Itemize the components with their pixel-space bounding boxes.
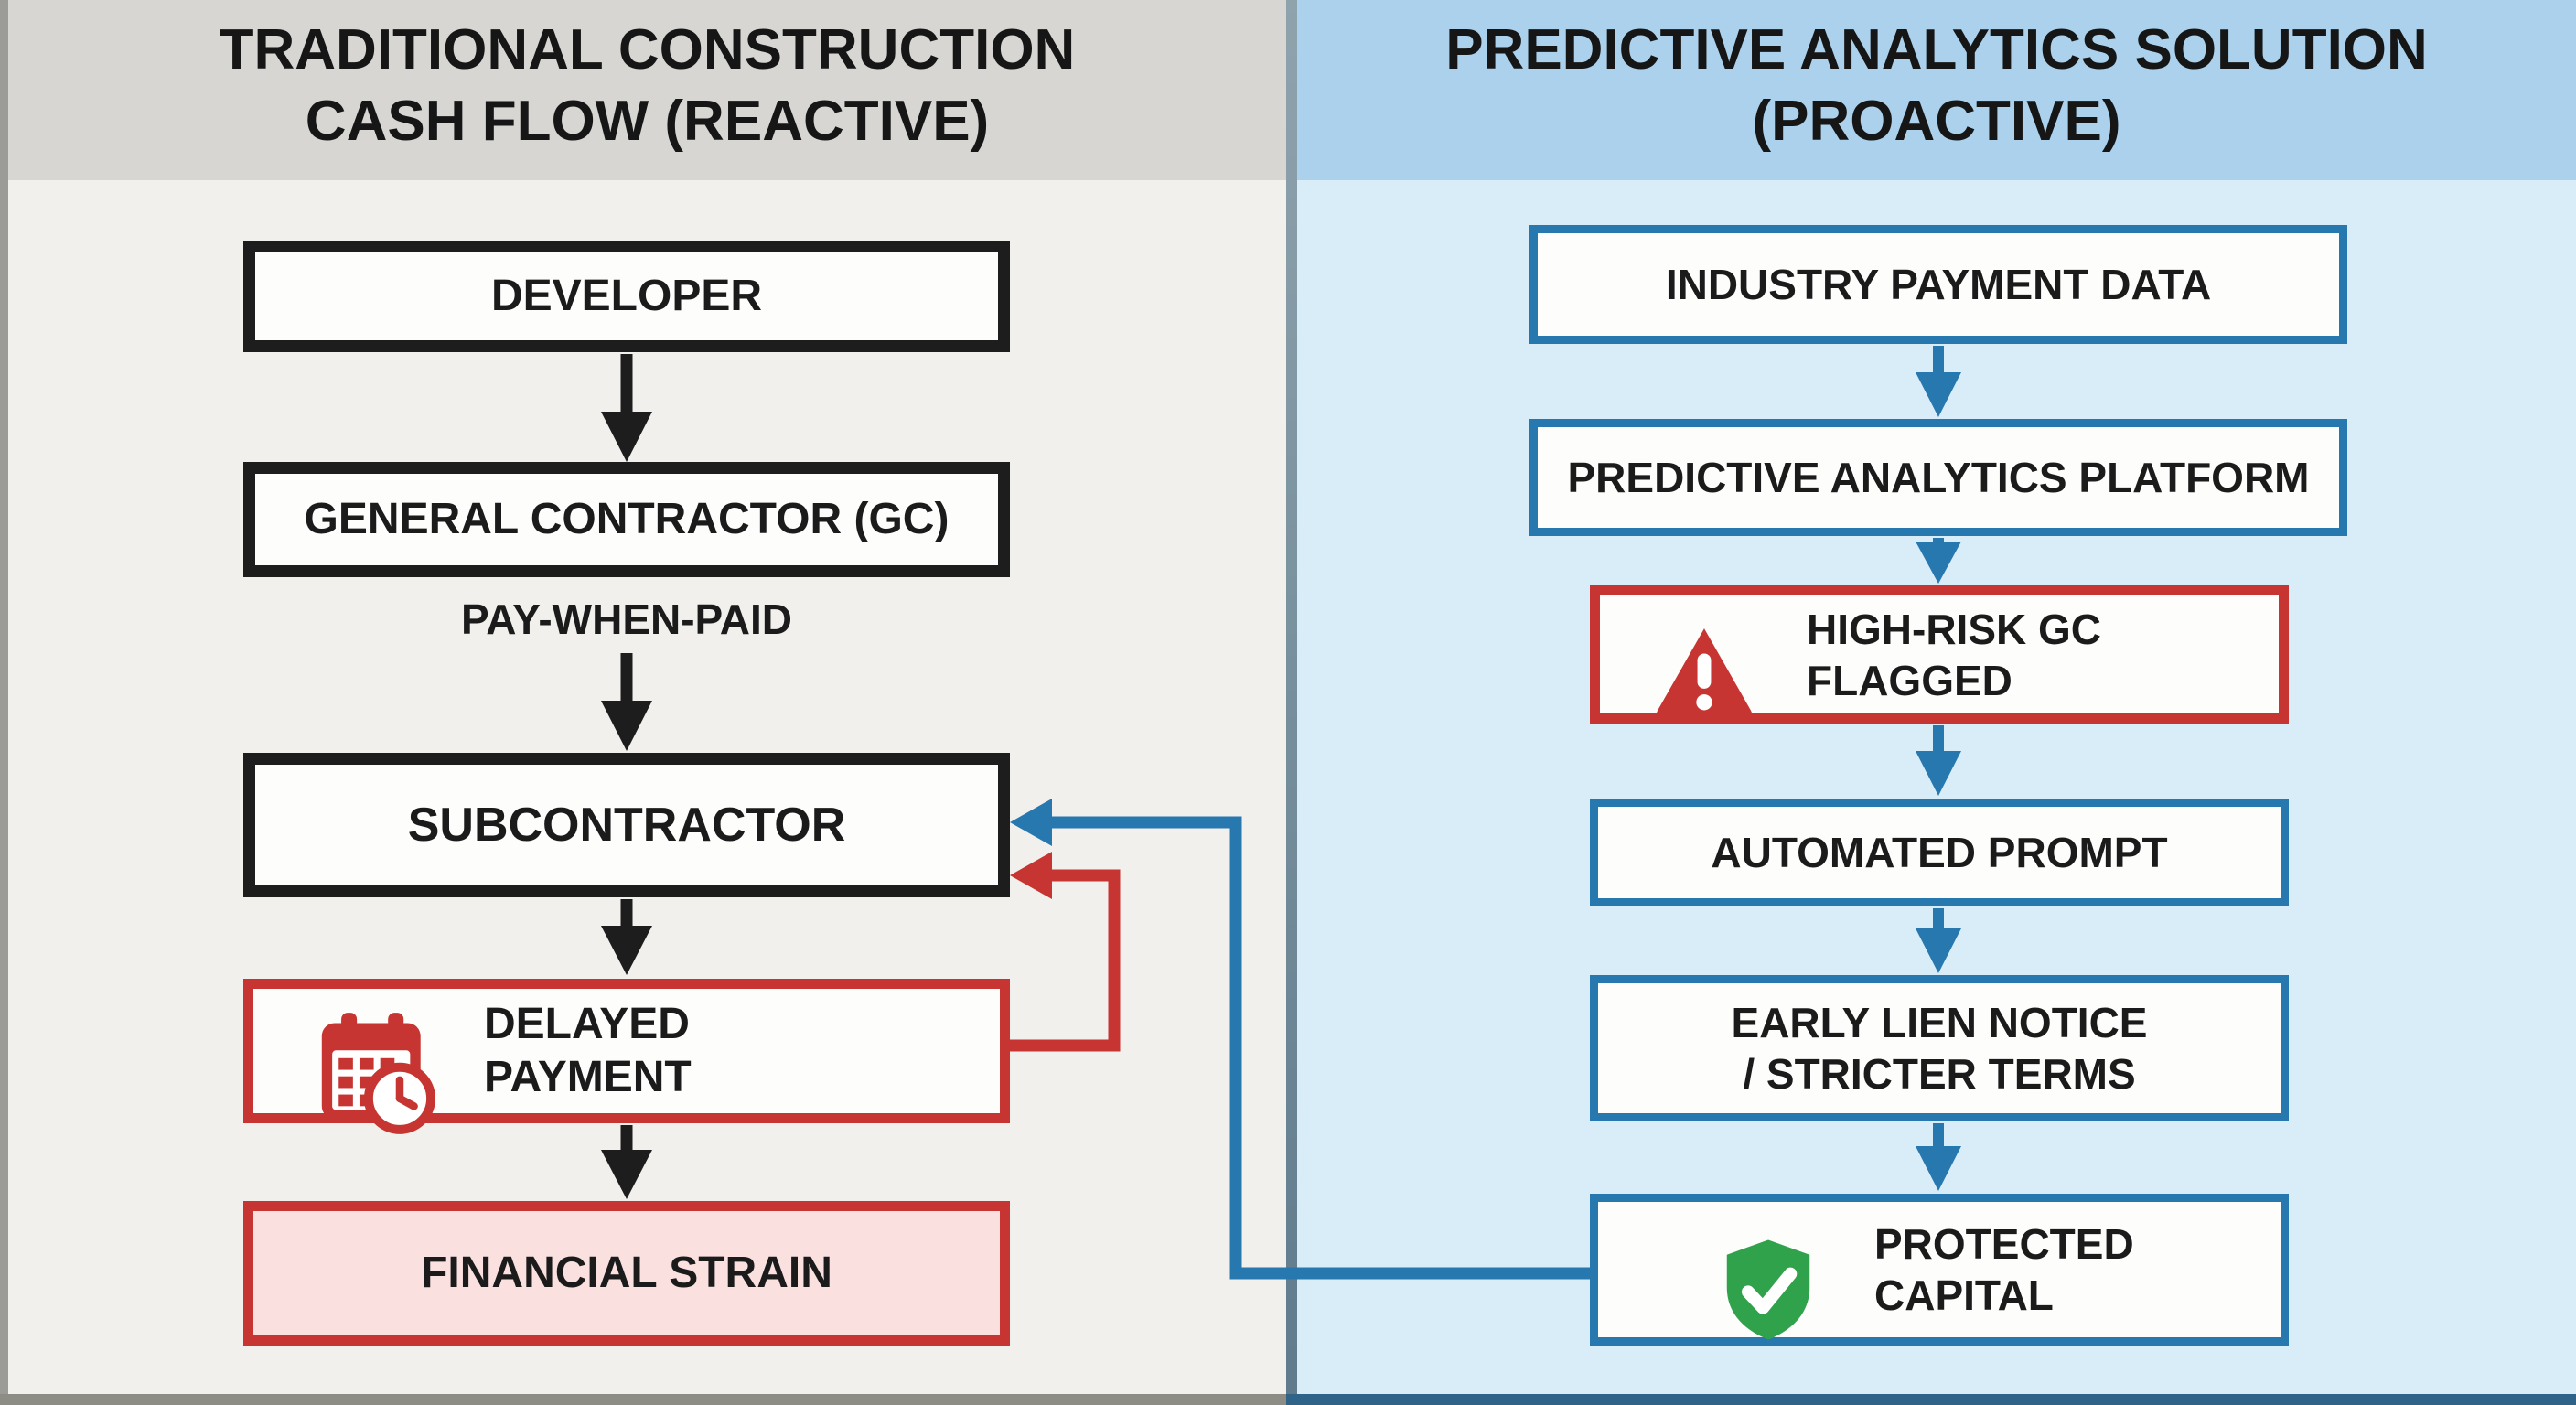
predictive-panel-header [1297,0,2576,180]
node-financial-strain: FINANCIAL STRAIN [243,1201,1010,1346]
left-edge-strip [0,0,8,1405]
node-predictive-platform: PREDICTIVE ANALYTICS PLATFORM [1530,419,2347,536]
warning-triangle-icon [1648,567,1761,743]
node-subcontractor: SUBCONTRACTOR [243,753,1010,897]
node-industry-payment-data-label: INDUSTRY PAYMENT DATA [1665,261,2212,308]
traditional-panel-header [8,0,1286,180]
node-developer-label: DEVELOPER [490,272,763,320]
node-delayed-payment: DELAYED PAYMENT [243,979,1010,1134]
panel-divider [1286,0,1297,1405]
traditional-title: TRADITIONAL CONSTRUCTION CASH FLOW (REAC… [219,18,1076,153]
node-delayed-payment-label: DELAYED PAYMENT [484,1000,692,1101]
node-protected-capital-label: PROTECTED CAPITAL [1874,1220,2134,1319]
node-early-lien-notice: EARLY LIEN NOTICE / STRICTER TERMS [1590,975,2289,1121]
bottom-band-left [0,1394,1286,1405]
node-general-contractor-label: GENERAL CONTRACTOR (GC) [304,495,950,543]
traditional-panel [8,0,1286,1405]
node-early-lien-notice-label: EARLY LIEN NOTICE / STRICTER TERMS [1731,999,2148,1098]
node-automated-prompt: AUTOMATED PROMPT [1590,799,2289,906]
pay-when-paid-label: PAY-WHEN-PAID [460,595,793,643]
node-high-risk-gc-label: HIGH-RISK GC FLAGGED [1807,605,2101,704]
shield-check-icon [1715,1185,1821,1354]
node-predictive-platform-label: PREDICTIVE ANALYTICS PLATFORM [1567,454,2310,501]
node-financial-strain-label: FINANCIAL STRAIN [421,1249,832,1297]
calendar-clock-icon [310,953,440,1149]
node-automated-prompt-label: AUTOMATED PROMPT [1711,829,2168,876]
node-subcontractor-label: SUBCONTRACTOR [407,799,846,852]
node-general-contractor: GENERAL CONTRACTOR (GC) [243,462,1010,577]
predictive-title: PREDICTIVE ANALYTICS SOLUTION (PROACTIVE… [1445,18,2428,153]
node-industry-payment-data: INDUSTRY PAYMENT DATA [1530,225,2347,344]
node-high-risk-gc: HIGH-RISK GC FLAGGED [1590,585,2289,724]
node-protected-capital: PROTECTED CAPITAL [1590,1194,2289,1346]
node-developer: DEVELOPER [243,241,1010,352]
bottom-band-right [1286,1394,2576,1405]
